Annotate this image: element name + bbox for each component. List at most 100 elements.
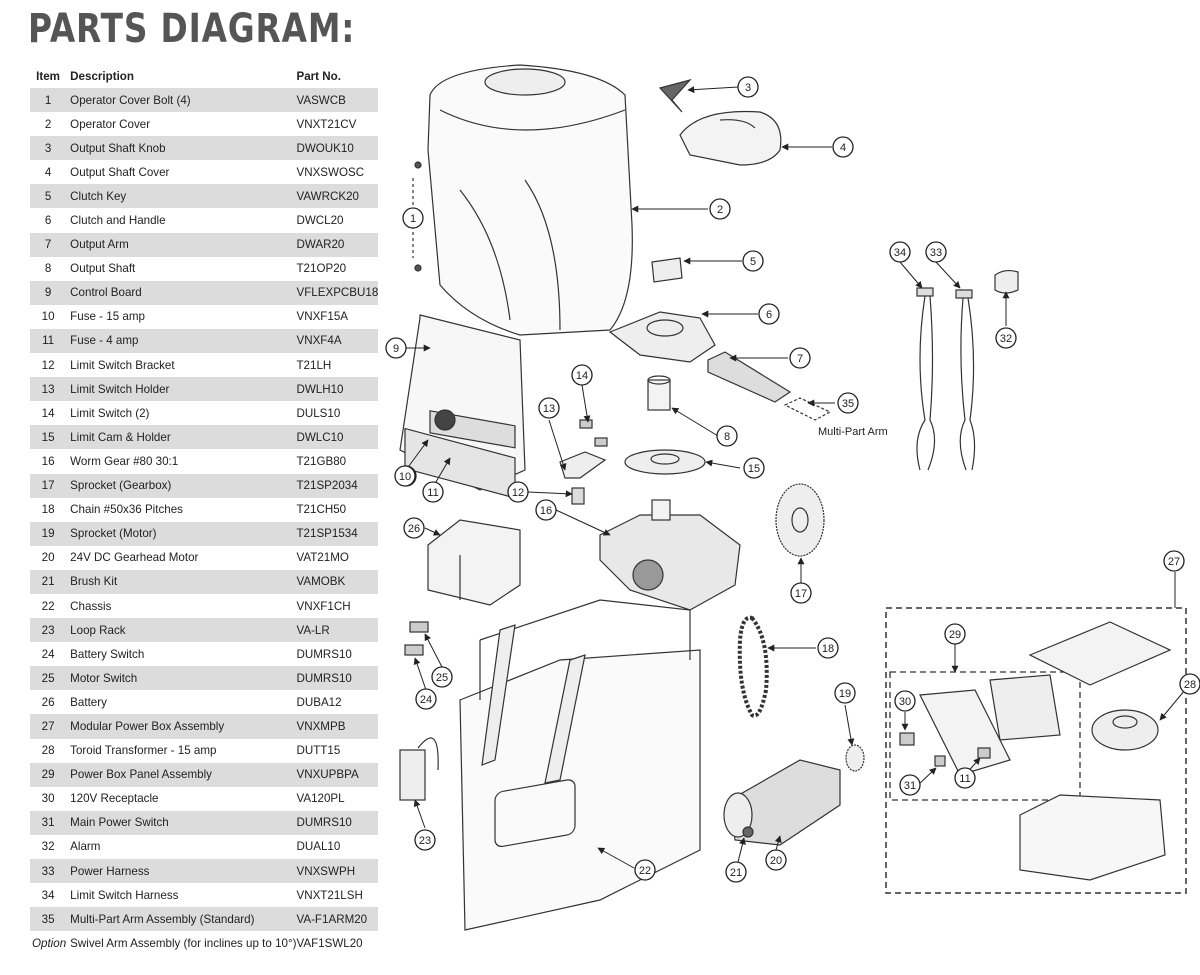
row-description: Limit Cam & Holder bbox=[66, 425, 297, 450]
row-part-no: DWLH10 bbox=[296, 377, 379, 402]
multi-part-arm-part bbox=[783, 397, 832, 421]
row-item: 15 bbox=[30, 425, 67, 450]
row-description: Worm Gear #80 30:1 bbox=[70, 454, 179, 468]
row-part-no: VAT21MO bbox=[296, 551, 349, 565]
row-part-no: VNXSWOSC bbox=[296, 165, 365, 179]
callout-label: 2 bbox=[717, 204, 723, 216]
gearbox-sprocket-part bbox=[775, 483, 825, 557]
row-description: Motor Switch bbox=[66, 666, 297, 691]
row-part-no: VFLEXPCBU18 bbox=[296, 280, 379, 305]
row-item: 28 bbox=[41, 744, 55, 758]
callout-label: 26 bbox=[408, 523, 420, 535]
row-item: 9 bbox=[30, 280, 67, 305]
callout-label: 3 bbox=[745, 82, 751, 94]
callout-label: 20 bbox=[770, 855, 782, 867]
row-item: 17 bbox=[30, 473, 67, 498]
row-description: Chassis bbox=[70, 599, 112, 613]
header-part-no: Part No. bbox=[296, 69, 341, 83]
row-item: 22 bbox=[41, 599, 55, 613]
row-description: Limit Switch Harness bbox=[70, 888, 179, 902]
row-description: Output Arm bbox=[66, 232, 297, 257]
row-part-no: T21LH bbox=[296, 358, 332, 372]
row-description: Power Harness bbox=[66, 859, 297, 884]
output-arm-part bbox=[707, 351, 792, 403]
row-item: 31 bbox=[30, 810, 67, 835]
callout-group: 1234567891011121314151617181920212223242… bbox=[385, 76, 1200, 883]
row-part-no: DWAR20 bbox=[296, 232, 379, 257]
power-box-panel-outline bbox=[889, 671, 1081, 801]
callout-label: 13 bbox=[543, 403, 555, 415]
callout-5: 5 bbox=[742, 250, 764, 272]
row-item: 5 bbox=[30, 184, 67, 209]
row-description: Fuse - 4 amp bbox=[66, 328, 297, 354]
clutch-key-part bbox=[651, 257, 683, 283]
row-part-no: DUMRS10 bbox=[296, 647, 352, 661]
row-item: 23 bbox=[30, 618, 67, 643]
header-item: Item bbox=[36, 69, 60, 83]
row-description: Limit Switch (2) bbox=[70, 406, 150, 420]
worm-gear-part bbox=[599, 499, 741, 611]
row-part-no: VNXUPBPA bbox=[296, 762, 379, 787]
callout-3: 3 bbox=[737, 76, 759, 98]
row-item: 29 bbox=[30, 762, 67, 787]
row-description: Power Box Panel Assembly bbox=[66, 762, 297, 787]
row-item: Option bbox=[32, 936, 67, 950]
callout-7: 7 bbox=[789, 347, 811, 369]
callout-label: 15 bbox=[748, 463, 760, 475]
row-description: Brush Kit bbox=[66, 569, 297, 594]
row-item: 10 bbox=[41, 310, 55, 324]
row-part-no: VNXF4A bbox=[296, 328, 379, 354]
row-item: 21 bbox=[30, 569, 67, 594]
gearhead-motor-part bbox=[723, 759, 841, 846]
row-description: Output Shaft Cover bbox=[70, 165, 170, 179]
row-part-no: T21SP1534 bbox=[296, 521, 379, 546]
callout-label: 35 bbox=[842, 398, 854, 410]
row-description: Toroid Transformer - 15 amp bbox=[70, 744, 217, 758]
callout-31: 31 bbox=[899, 774, 921, 796]
callout-label: 5 bbox=[750, 256, 756, 268]
callout-label: 6 bbox=[766, 309, 772, 321]
row-description: Multi-Part Arm Assembly (Standard) bbox=[66, 907, 297, 932]
callout-11: 11 bbox=[422, 481, 444, 503]
limit-switches-part bbox=[579, 419, 608, 447]
row-part-no: T21GB80 bbox=[296, 454, 347, 468]
row-part-no: VA-F1ARM20 bbox=[296, 907, 379, 932]
row-item: 1 bbox=[30, 88, 67, 113]
row-item: 34 bbox=[41, 888, 55, 902]
row-item: 13 bbox=[30, 377, 67, 402]
callout-label: 12 bbox=[512, 487, 524, 499]
row-item: 32 bbox=[41, 840, 55, 854]
row-part-no: VAWRCK20 bbox=[296, 184, 379, 209]
row-item: 35 bbox=[30, 907, 67, 932]
callout-17: 17 bbox=[790, 582, 812, 604]
callout-label: 33 bbox=[930, 247, 942, 259]
motor-sprocket-part bbox=[845, 744, 865, 772]
clutch-handle-part bbox=[608, 311, 716, 363]
row-item: 33 bbox=[30, 859, 67, 884]
row-description: Modular Power Box Assembly bbox=[66, 714, 297, 739]
callout-label: 11 bbox=[427, 487, 438, 499]
row-part-no: VNXSWPH bbox=[296, 859, 379, 884]
callout-label: 8 bbox=[724, 431, 730, 443]
callout-label: 4 bbox=[840, 142, 846, 154]
chain-part bbox=[737, 615, 769, 718]
row-item: 20 bbox=[41, 551, 55, 565]
